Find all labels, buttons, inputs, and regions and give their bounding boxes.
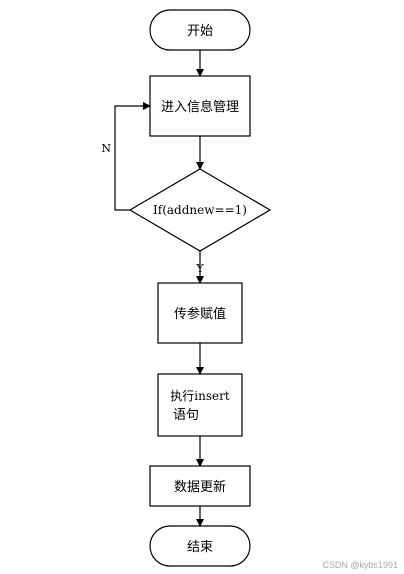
execute-insert-label-line2: 语句	[173, 408, 199, 423]
edge-decision-no-loop	[114, 102, 151, 211]
decision-label: If(addnew==1)	[153, 203, 247, 217]
edge-label-yes: Y	[195, 262, 204, 275]
end-node: 结束	[149, 525, 251, 567]
decision-node: If(addnew==1)	[128, 168, 272, 252]
pass-params-node: 传参赋值	[157, 282, 243, 344]
execute-insert-node: 执行insert 语句	[157, 373, 243, 437]
pass-params-label: 传参赋值	[174, 306, 226, 322]
update-data-label: 数据更新	[174, 479, 226, 495]
enter-info-management-node: 进入信息管理	[149, 75, 251, 137]
execute-insert-label-line1: 执行insert	[170, 389, 230, 403]
update-data-node: 数据更新	[149, 465, 251, 507]
start-label: 开始	[187, 24, 213, 39]
end-label: 结束	[187, 540, 213, 555]
start-node: 开始	[149, 9, 251, 51]
watermark-text: CSDN @kybs1991	[322, 560, 398, 570]
enter-info-management-label: 进入信息管理	[161, 99, 239, 115]
edge-label-no: N	[101, 142, 111, 155]
